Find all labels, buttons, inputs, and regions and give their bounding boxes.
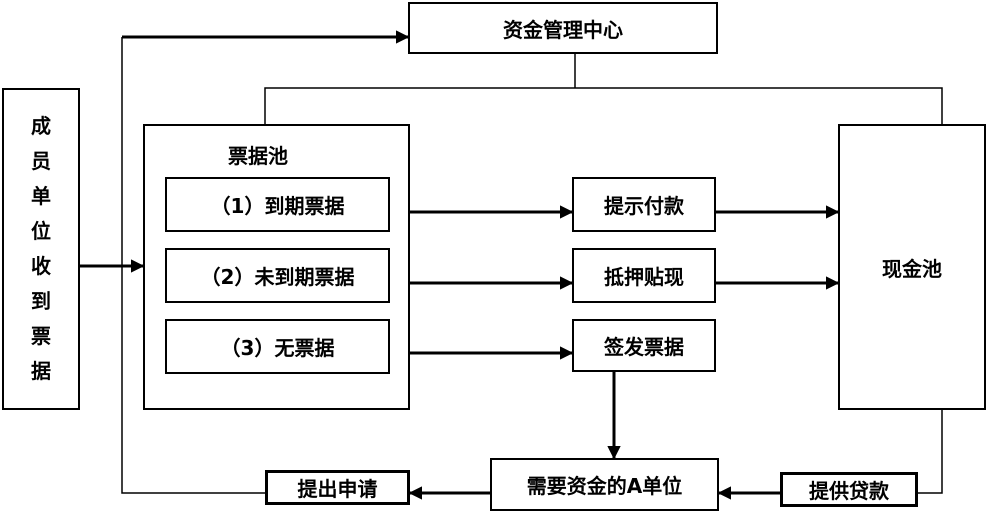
member-units-label: 成员单位收到票据 <box>31 114 51 383</box>
unit-a-box: 需要资金的A单位 <box>490 458 719 511</box>
matured-bills-box: （1）到期票据 <box>165 177 390 232</box>
member-units-box: 成员单位收到票据 <box>2 88 80 410</box>
no-bills-box: （3）无票据 <box>165 319 390 374</box>
unmatured-bills-box: （2）未到期票据 <box>165 248 390 303</box>
submit-application-box: 提出申请 <box>265 470 410 505</box>
application-to-center-line <box>121 37 265 494</box>
cash-pool-box: 现金池 <box>838 124 986 410</box>
present-payment-box: 提示付款 <box>572 177 716 232</box>
fund-center-bracket-line <box>264 54 943 124</box>
bill-pool-title: 票据池 <box>228 144 288 168</box>
cash-pool-to-loan-line <box>918 408 943 494</box>
issue-bills-box: 签发票据 <box>572 319 716 372</box>
provide-loan-box: 提供贷款 <box>780 472 918 507</box>
fund-center-box: 资金管理中心 <box>408 2 718 54</box>
pledge-discount-box: 抵押贴现 <box>572 248 716 303</box>
